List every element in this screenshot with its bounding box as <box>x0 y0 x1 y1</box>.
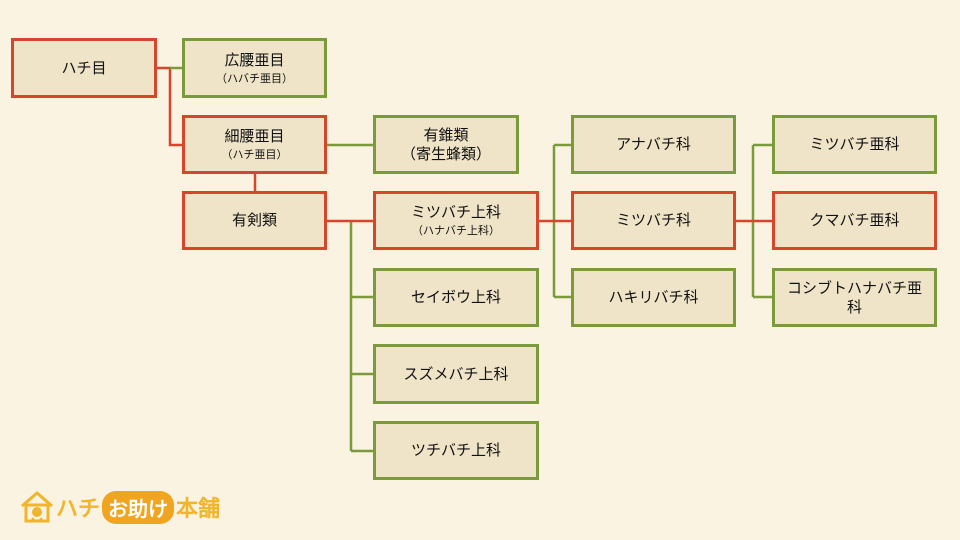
node-label: ミツバチ亜科 <box>809 135 900 154</box>
node-kouyou-amoku: 広腰亜目 （ハバチ亜目） <box>182 38 327 98</box>
node-label: アナバチ科 <box>616 135 691 154</box>
node-anabachi-ka: アナバチ科 <box>571 115 736 174</box>
node-sublabel: （寄生蜂類） <box>400 144 491 163</box>
node-kumabachi-aka: クマバチ亜科 <box>772 191 937 250</box>
node-label: セイボウ上科 <box>410 288 501 307</box>
node-suzumebachi-joka: スズメバチ上科 <box>373 344 539 404</box>
connector-yuuken-superfamilies <box>349 221 373 453</box>
logo-text-honpo: 本舗 <box>176 497 221 522</box>
node-sublabel: （ハバチ亜目） <box>216 71 293 85</box>
node-label: ハチ目 <box>61 58 107 77</box>
node-label: 広腰亜目 <box>224 50 285 69</box>
node-mitsubachi-joka: ミツバチ上科 （ハナバチ上科） <box>373 191 539 250</box>
node-hachi-moku: ハチ目 <box>11 38 157 98</box>
node-yuuken-rui: 有剣類 <box>182 191 327 250</box>
connector-hachi-saiyou <box>157 66 182 147</box>
node-label: クマバチ亜科 <box>809 211 900 230</box>
node-tsuchibachi-joka: ツチバチ上科 <box>373 421 539 480</box>
node-label: ミツバチ科 <box>615 211 691 230</box>
node-label: 有剣類 <box>231 211 277 230</box>
node-label: ツチバチ上科 <box>410 441 501 460</box>
node-sublabel: （ハナバチ上科） <box>412 224 500 237</box>
logo-text-hachi: ハチ <box>56 497 101 522</box>
node-label: 細腰亜目 <box>224 127 285 146</box>
node-hakiribachi-ka: ハキリバチ科 <box>571 268 736 327</box>
node-mitsubachi-aka: ミツバチ亜科 <box>772 115 937 174</box>
logo-text-otasuke: お助け <box>102 490 175 524</box>
house-bee-icon <box>21 491 53 523</box>
node-mitsubachi-ka: ミツバチ科 <box>571 191 736 250</box>
node-sublabel: （ハチ亜目） <box>221 148 288 161</box>
node-label: ミツバチ上科 <box>410 203 501 222</box>
node-koshibuto-aka: コシブトハナバチ亜科 <box>772 268 937 327</box>
node-yuusui-rui: 有錐類 （寄生蜂類） <box>373 115 519 174</box>
node-label: 有錐類 <box>423 125 469 144</box>
node-label: コシブトハナバチ亜科 <box>786 278 922 316</box>
node-seibou-joka: セイボウ上科 <box>373 268 539 327</box>
node-label: ハキリバチ科 <box>608 288 699 307</box>
node-label: スズメバチ上科 <box>403 364 509 383</box>
brand-logo: ハチ お助け 本舗 <box>18 487 220 527</box>
node-saiyou-amoku: 細腰亜目 （ハチ亜目） <box>182 115 327 174</box>
